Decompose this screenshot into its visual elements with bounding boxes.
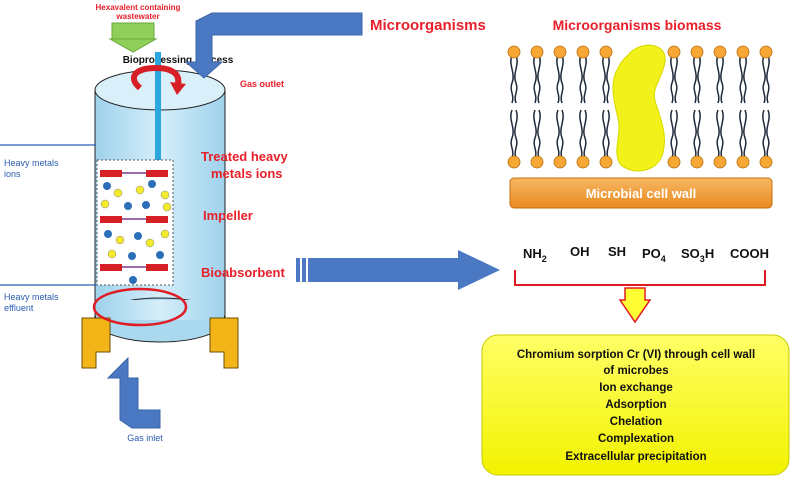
mechanism-item: Adsorption [605,399,666,411]
cell-wall-label: Microbial cell wall [586,186,697,201]
group-nh2: NH2 [523,246,547,264]
impeller-label: Impeller [203,208,253,223]
treated-label-line1: Treated heavy [201,149,288,164]
chevron-down-icon [618,287,652,324]
gas-inlet-label: Gas inlet [127,433,163,443]
mechanisms-title-line1: Chromium sorption Cr (VI) through cell w… [517,349,755,361]
gas-outlet-label: Gas outlet [240,79,284,89]
mechanism-item: Chelation [610,416,662,428]
microbial-cell-wall [509,177,773,209]
biomass-title: Microorganisms biomass [553,17,722,33]
metal-ion-particles [100,180,172,284]
treated-label-line2: metals ions [211,166,283,181]
mechanisms-title-line2: of microbes [603,365,668,377]
mechanism-item: Ion exchange [599,382,673,394]
group-po4: PO4 [642,246,666,264]
microorganisms-label: Microorganisms [370,17,486,34]
functional-groups: NH2 OH SH PO4 SO3H COOH [523,244,769,264]
mechanism-item: Extracellular precipitation [565,451,706,463]
mechanism-item: Complexation [598,433,674,445]
group-sh: SH [608,244,626,259]
gas-inlet-arrow [106,356,161,429]
impeller-icon [96,159,174,286]
microorganisms-arrow [184,12,363,79]
membrane-protein [612,44,666,172]
groups-bracket [514,270,766,286]
group-so3h: SO3H [681,246,714,264]
reactor-support-legs [81,317,239,369]
wastewater-inlet-arrow [108,22,158,53]
process-arrow [296,250,500,290]
bioabsorbent-zone [92,287,188,327]
heavy-metals-ions-label-line2: ions [4,169,21,179]
bioabsorbent-label: Bioabsorbent [201,265,285,280]
group-cooh: COOH [730,246,769,261]
heavy-metals-ions-label-line1: Heavy metals [4,158,59,168]
lipid-bilayer [507,45,773,169]
bioprocessing-label: Bioprocessing process [123,55,234,66]
curved-arrow-icon [131,64,186,95]
heavy-metals-effluent-label-line2: effluent [4,303,34,313]
wastewater-label-line1: Hexavalent containing [96,3,181,12]
mechanisms-box [481,334,790,476]
group-oh: OH [570,244,590,259]
wastewater-label-line2: wastewater [115,12,159,21]
heavy-metals-effluent-label-line1: Heavy metals [4,292,59,302]
